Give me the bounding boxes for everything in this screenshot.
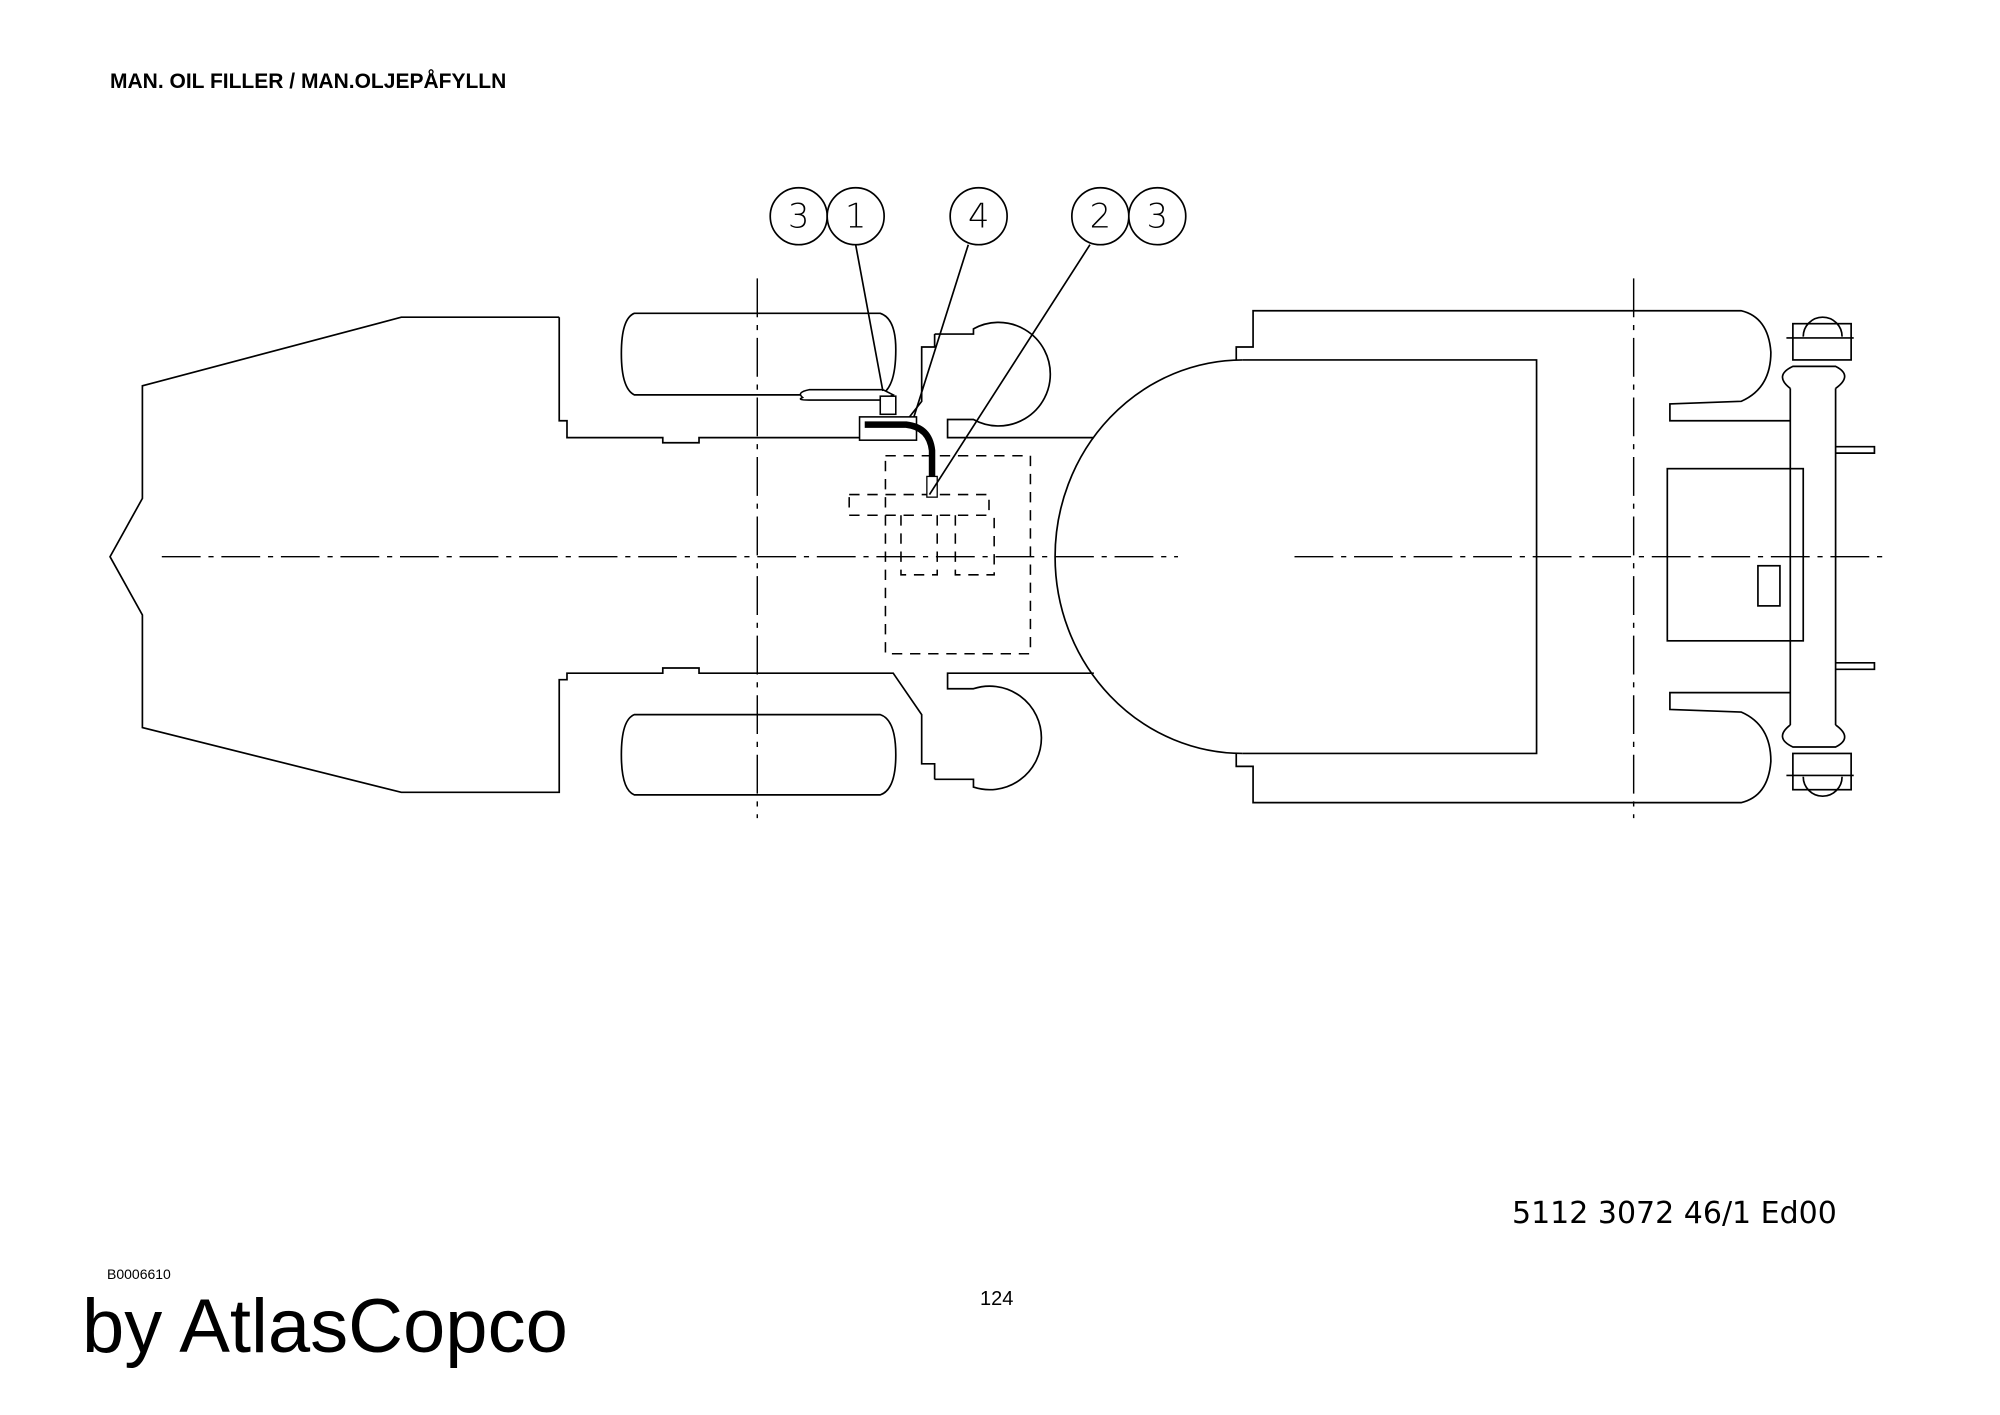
callout-3-left: 3 <box>769 186 829 246</box>
front-wheel-top <box>1786 316 1854 361</box>
oil-filler-assembly <box>799 388 938 498</box>
front-axle <box>1781 365 1876 748</box>
hinge-bottom <box>934 672 1094 791</box>
hinge-top <box>934 321 1094 439</box>
front-small-rect <box>1757 564 1781 607</box>
front-body-dome <box>1054 359 1243 755</box>
page-title: MAN. OIL FILLER / MAN.OLJEPÅFYLLN <box>110 70 507 93</box>
tire-front-right <box>620 713 897 796</box>
tire-front-left <box>620 312 897 396</box>
callout-4: 4 <box>949 186 1008 246</box>
front-body-box <box>1242 359 1538 755</box>
page-number: 124 <box>980 1288 1014 1310</box>
brand-text: by AtlasCopco <box>82 1284 568 1369</box>
leader-lines <box>854 244 1091 496</box>
svg-text:3: 3 <box>788 197 809 236</box>
svg-text:1: 1 <box>845 197 866 236</box>
callout-1: 1 <box>826 186 885 246</box>
rear-body-outline <box>109 316 936 794</box>
oil-tank-hidden <box>848 454 1032 655</box>
front-wheel-bottom <box>1786 752 1854 797</box>
callout-2: 2 <box>1071 186 1130 246</box>
callout-3-right: 3 <box>1127 186 1187 246</box>
svg-text:2: 2 <box>1090 197 1111 236</box>
drawing-code: B0006610 <box>107 1266 171 1282</box>
svg-text:3: 3 <box>1147 197 1168 236</box>
front-body-outline <box>1235 309 1791 804</box>
document-number: 5112 3072 46/1 Ed00 <box>1512 1196 1837 1231</box>
svg-text:4: 4 <box>968 197 989 236</box>
front-inner-frame <box>1666 467 1805 642</box>
